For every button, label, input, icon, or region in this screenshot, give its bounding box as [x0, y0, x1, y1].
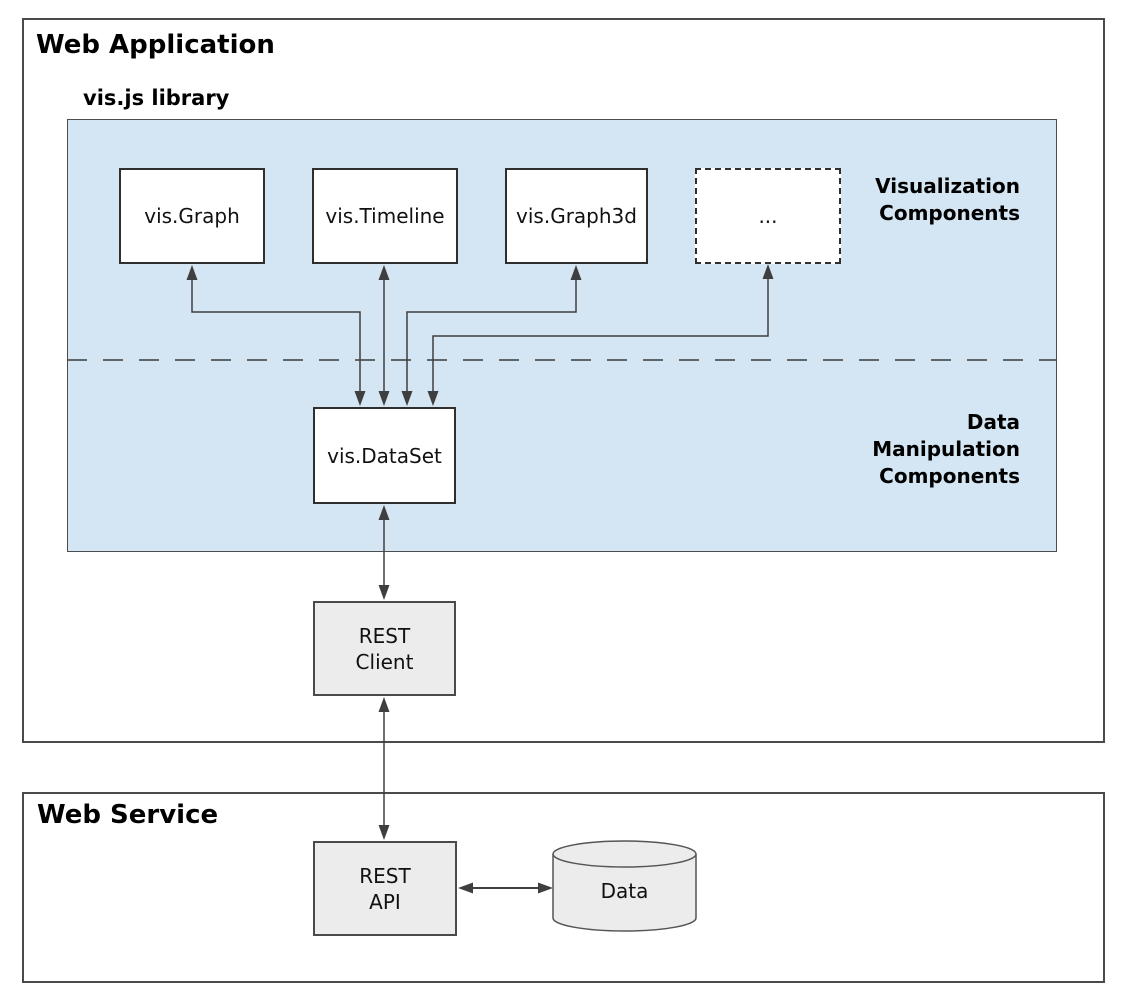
visjs-library-label: vis.js library	[83, 86, 230, 110]
rest-client-box: REST Client	[313, 601, 456, 696]
rest-client-label-line: REST	[358, 623, 411, 648]
rest-api-box: REST API	[313, 841, 457, 936]
visualization-label-line: Components	[879, 201, 1020, 225]
vis-dataset-label: vis.DataSet	[327, 443, 442, 468]
web-application-title: Web Application	[36, 30, 275, 60]
component-box-vis-dataset: vis.DataSet	[313, 407, 456, 504]
rest-api-label-line: API	[369, 889, 401, 914]
component-box-vis-graph3d: vis.Graph3d	[505, 168, 648, 264]
rest-client-label-line: Client	[355, 649, 414, 674]
data-manipulation-label-line: Data	[966, 410, 1020, 434]
visualization-components-label: Visualization Components	[770, 173, 1020, 227]
visualization-label-line: Visualization	[875, 174, 1020, 198]
more-components-label: ...	[758, 204, 778, 228]
component-box-vis-graph: vis.Graph	[119, 168, 265, 264]
data-store-label: Data	[600, 879, 649, 903]
data-manipulation-label-line: Manipulation	[872, 437, 1020, 461]
vis-timeline-label: vis.Timeline	[325, 204, 445, 228]
web-service-title: Web Service	[37, 800, 219, 830]
component-box-vis-timeline: vis.Timeline	[312, 168, 458, 264]
data-manipulation-components-label: Data Manipulation Components	[770, 409, 1020, 490]
rest-api-label-line: REST	[359, 863, 411, 888]
vis-graph3d-label: vis.Graph3d	[516, 204, 637, 228]
vis-graph-label: vis.Graph	[144, 204, 240, 228]
data-manipulation-label-line: Components	[879, 464, 1020, 488]
component-box-more: ...	[695, 168, 841, 264]
